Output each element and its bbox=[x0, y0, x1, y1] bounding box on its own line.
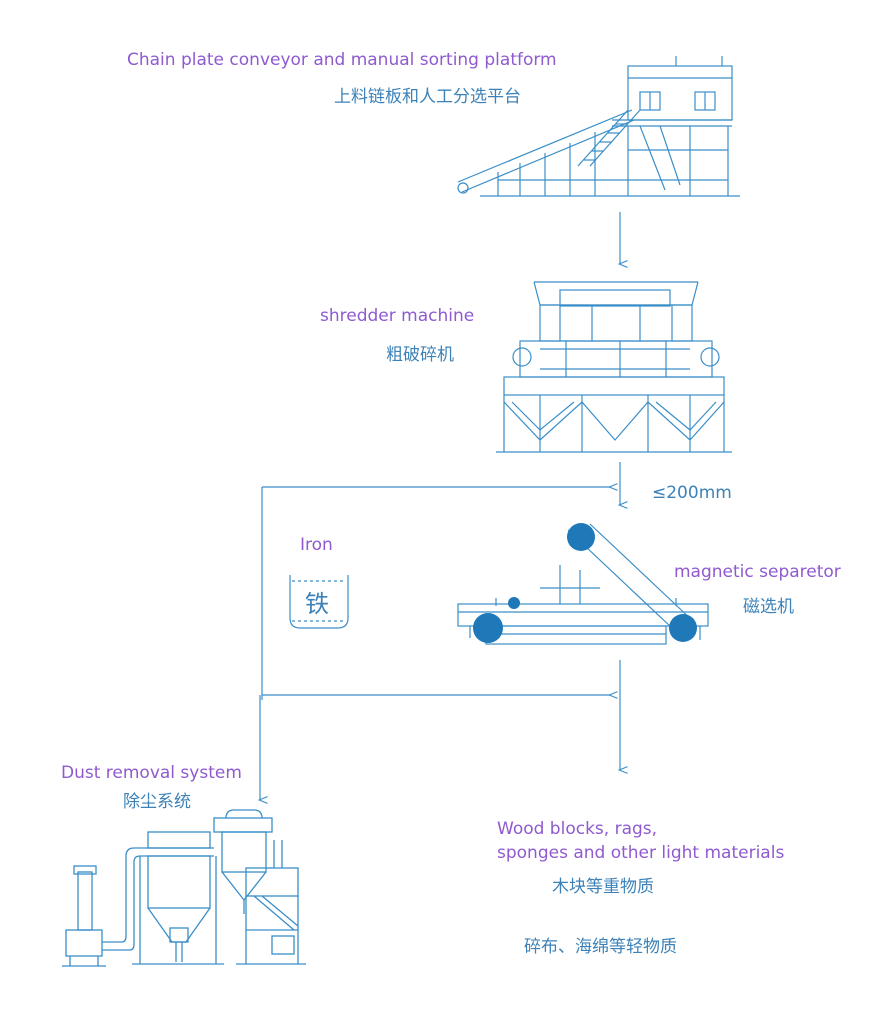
dust-removal-drawing bbox=[62, 809, 306, 967]
magnetic-separator-drawing bbox=[457, 523, 709, 645]
conveyor-label-en: Chain plate conveyor and manual sorting … bbox=[127, 50, 557, 70]
shredder-label-zh: 粗破碎机 bbox=[386, 345, 454, 365]
magnetic-label-en: magnetic separetor bbox=[674, 562, 841, 582]
output-heavy-label-zh: 木块等重物质 bbox=[552, 877, 654, 897]
shredder-label-en: shredder machine bbox=[320, 306, 475, 326]
iron-label-zh: 铁 bbox=[305, 590, 329, 618]
shredder-drawing bbox=[496, 281, 732, 453]
output-label-en-line2: sponges and other light materials bbox=[497, 843, 785, 863]
iron-label-en: Iron bbox=[300, 535, 333, 555]
output-label-en-line1: Wood blocks, rags, bbox=[497, 819, 658, 839]
flow-lines bbox=[260, 212, 620, 800]
dust-label-en: Dust removal system bbox=[61, 763, 242, 783]
conveyor-label-zh: 上料链板和人工分选平台 bbox=[334, 87, 521, 107]
dust-label-zh: 除尘系统 bbox=[123, 792, 191, 812]
conveyor-platform-drawing bbox=[457, 56, 740, 197]
size-limit-label: ≤200mm bbox=[652, 483, 732, 503]
iron-bucket-icon bbox=[289, 575, 349, 629]
output-light-label-zh: 碎布、海绵等轻物质 bbox=[524, 937, 677, 957]
magnetic-label-zh: 磁选机 bbox=[743, 597, 794, 617]
